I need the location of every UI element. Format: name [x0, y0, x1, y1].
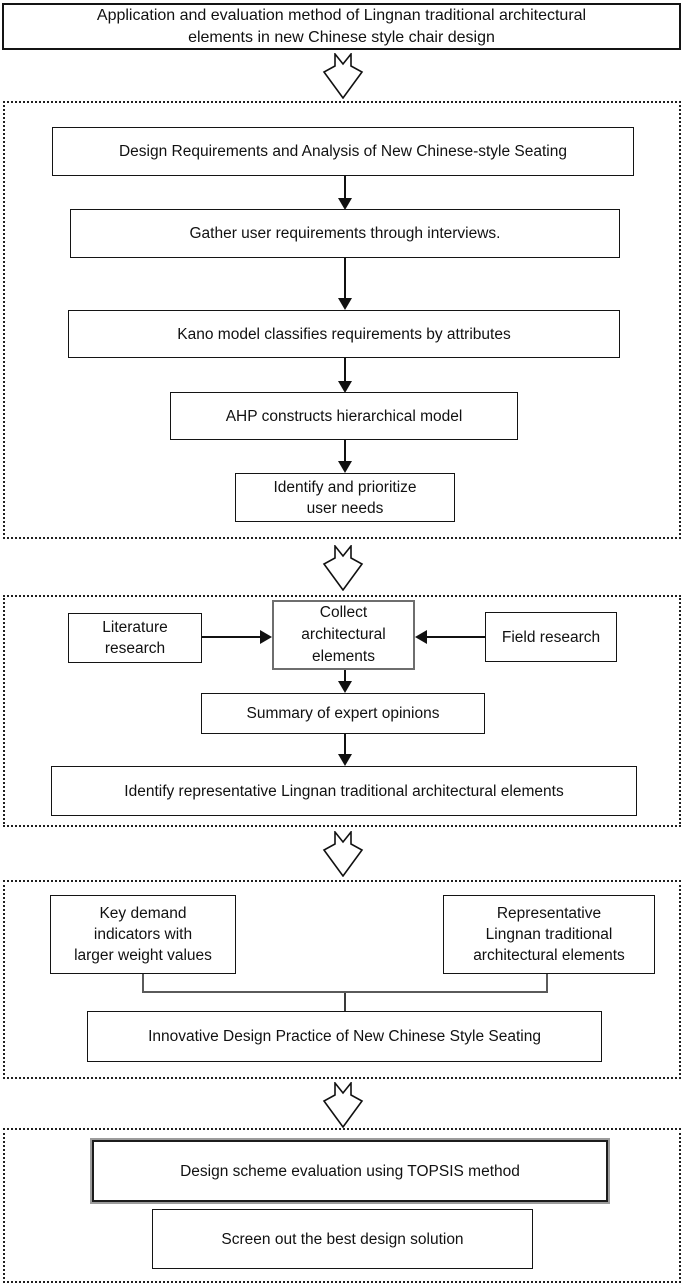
connector-arrow-down: [337, 258, 352, 310]
phase-evaluation-section: [3, 1128, 681, 1283]
input-representative-elements: Representative Lingnan traditional archi…: [443, 895, 655, 974]
page-title: Application and evaluation method of Lin…: [2, 3, 681, 50]
step-design-requirements: Design Requirements and Analysis of New …: [52, 127, 634, 176]
phase-requirements-section: [3, 101, 681, 539]
connector-arrow-down: [337, 440, 352, 473]
merge-bracket: [142, 974, 548, 993]
step-identify-elements: Identify representative Lingnan traditio…: [51, 766, 637, 816]
step-kano-model: Kano model classifies requirements by at…: [68, 310, 620, 358]
source-field-research: Field research: [485, 612, 617, 662]
connector-arrow-down: [337, 358, 352, 393]
flow-down-arrow-icon: [322, 53, 364, 99]
phase-design-practice-section: [3, 880, 681, 1079]
step-ahp-model: AHP constructs hierarchical model: [170, 392, 518, 440]
connector-arrow-down: [337, 734, 352, 766]
step-gather-requirements: Gather user requirements through intervi…: [70, 209, 620, 258]
connector-arrow-left: [415, 629, 485, 644]
flow-down-arrow-icon: [322, 1082, 364, 1128]
input-key-demand: Key demand indicators with larger weight…: [50, 895, 236, 974]
source-literature-research: Literature research: [68, 613, 202, 663]
hub-collect-elements: Collect architectural elements: [272, 600, 415, 670]
step-identify-needs: Identify and prioritize user needs: [235, 473, 455, 522]
phase-elements-section: [3, 595, 681, 827]
connector-arrow-right: [202, 629, 272, 644]
step-expert-summary: Summary of expert opinions: [201, 693, 485, 734]
connector-arrow-down: [337, 670, 352, 693]
connector-arrow-down: [337, 176, 352, 210]
flow-down-arrow-icon: [322, 831, 364, 877]
merge-stem: [344, 993, 346, 1011]
step-screen-solution: Screen out the best design solution: [152, 1209, 533, 1269]
step-innovative-design: Innovative Design Practice of New Chines…: [87, 1011, 602, 1062]
flow-down-arrow-icon: [322, 545, 364, 591]
step-topsis-evaluation: Design scheme evaluation using TOPSIS me…: [90, 1138, 610, 1204]
